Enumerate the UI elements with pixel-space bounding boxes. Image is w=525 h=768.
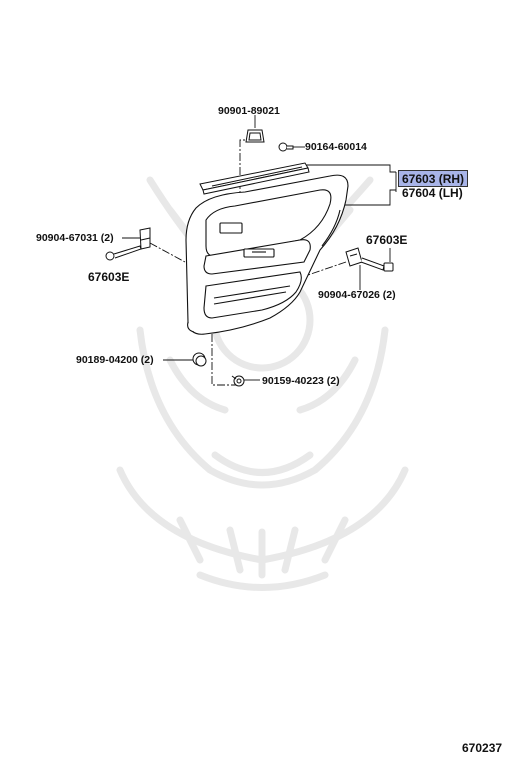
leader-left-bracket [149,242,186,263]
label-67603e-left[interactable]: 67603E [88,270,130,284]
label-90904-67031[interactable]: 90904-67031 (2) [36,232,114,244]
clip-90901-icon[interactable] [245,129,265,143]
grommet-90189-icon[interactable] [192,352,207,367]
bracket-90904-67031-icon[interactable] [139,227,151,250]
label-67603e-right[interactable]: 67603E [366,233,408,247]
screw-67603e-right-icon[interactable] [360,257,394,272]
screw-90164-icon[interactable] [278,142,294,152]
label-90159-40223[interactable]: 90159-40223 (2) [262,375,340,387]
label-90164-60014[interactable]: 90164-60014 [305,141,367,153]
screw-90159-icon[interactable] [231,375,245,387]
label-67604-lh[interactable]: 67604 (LH) [402,186,463,200]
leader-panel [297,164,396,206]
label-90189-04200[interactable]: 90189-04200 (2) [76,354,154,366]
clip-90904-67026-icon[interactable] [345,247,363,267]
diagram-code: 670237 [462,741,503,755]
leader-right-clip [304,261,347,277]
label-67603-rh[interactable]: 67603 (RH) [398,170,469,187]
screw-67603e-left-icon[interactable] [105,245,142,261]
door-trim-weatherstrip[interactable] [199,162,310,195]
label-90901-89021[interactable]: 90901-89021 [218,105,280,117]
door-trim-panel[interactable] [185,174,349,335]
leader-bottom [211,320,236,386]
label-90904-67026[interactable]: 90904-67026 (2) [318,289,396,301]
